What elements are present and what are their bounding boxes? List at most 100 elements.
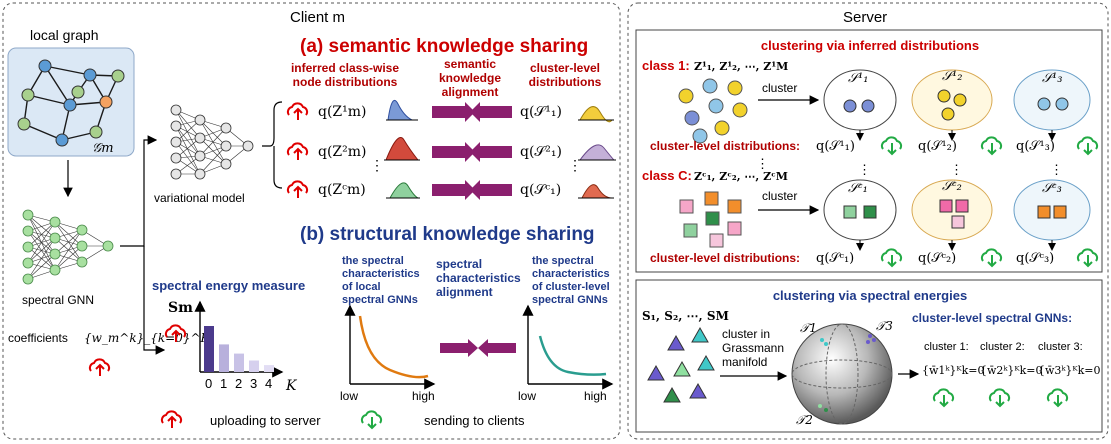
coefficients-label: coefficients <box>8 331 68 345</box>
cluster-caption-4: spectral GNNs <box>532 294 608 306</box>
local-graph-label: local graph <box>30 27 99 43</box>
legend-upload-icon <box>160 410 183 429</box>
semantic-col1-line2: node distributions <box>293 75 398 89</box>
result-1-label: cluster 1: <box>924 341 969 353</box>
variational-brace <box>262 101 283 189</box>
svg-text:⋮: ⋮ <box>756 156 769 171</box>
classC-label: class C: <box>642 168 692 183</box>
svg-text:⋮: ⋮ <box>568 157 582 173</box>
row2-left: q(Z²m) <box>318 144 367 160</box>
server-title: Server <box>843 9 887 26</box>
local-caption-3: of local <box>342 281 381 293</box>
semantic-title: (a) semantic knowledge sharing <box>300 36 588 57</box>
row3-align-right <box>432 180 475 200</box>
spectral-triangles <box>647 326 715 403</box>
legend-send-icon <box>360 410 383 429</box>
energy-title: spectral energy measure <box>152 278 305 293</box>
spectral-gnn-label: spectral GNN <box>22 293 94 307</box>
row2-right: q(𝒮²₁) <box>520 144 562 160</box>
client-title: Client m <box>290 9 345 26</box>
cluster-bottom-1-label: 𝒮ᶜ₁ <box>848 181 868 196</box>
result-3-label: cluster 3: <box>1038 341 1083 353</box>
structural-align-right <box>440 339 478 357</box>
variational-model-label: variational model <box>154 191 245 205</box>
class1-vars: Z¹₁, Z¹₂, ⋯, Z¹M <box>694 60 788 73</box>
align-caption-3: alignment <box>436 285 493 299</box>
row1-cluster-distribution <box>579 106 613 123</box>
semantic-col2-line1: semantic <box>444 57 496 71</box>
result-2-label: cluster 2: <box>980 341 1025 353</box>
energy-tick-1: 1 <box>220 376 227 391</box>
spectral-inputs: S₁, S₂, ⋯, SM <box>642 309 729 323</box>
cluster-curve <box>538 335 607 376</box>
row1-align-right <box>432 102 475 122</box>
row2-align-right <box>432 142 475 162</box>
result-3-math: {w̄3ᵏ}ᴷk=0 <box>1038 364 1100 377</box>
grassmann-caption-3: manifold <box>722 355 767 369</box>
row2-distribution <box>385 137 420 161</box>
gnn-to-variational-arrow <box>120 135 158 247</box>
cluster-bottom-2-label: 𝒮ᶜ₂ <box>942 179 962 194</box>
grassmann-sphere <box>791 323 893 425</box>
row1-left: q(Z¹m) <box>318 104 367 120</box>
cluster-high: high <box>584 389 607 403</box>
t2-label: 𝒯2 <box>796 413 813 427</box>
row2-cluster-distribution <box>579 144 616 161</box>
cluster-caption-1: the spectral <box>532 255 594 267</box>
dist-top-1: q(𝒮¹₁) <box>816 139 855 154</box>
classC-points <box>679 191 742 248</box>
gnn-to-energy-arrow <box>143 246 166 355</box>
spectral-result-title: cluster-level spectral GNNs: <box>912 311 1072 325</box>
cluster-bottom-3-label: 𝒮ᶜ₃ <box>1042 181 1062 196</box>
variational-model-network <box>170 104 254 180</box>
semantic-row-3: q(Zᶜm) q(𝒮ᶜ₁) <box>286 180 614 200</box>
cluster-top-3-label: 𝒮¹₃ <box>1042 71 1063 86</box>
legend-send: sending to clients <box>424 413 525 428</box>
energy-tick-0: 0 <box>205 376 212 391</box>
energy-bar-3 <box>249 360 259 372</box>
cluster-caption-3: of cluster-level <box>532 281 610 293</box>
align-caption-1: spectral <box>436 257 482 271</box>
svg-text:⋮: ⋮ <box>950 162 963 177</box>
legend-upload: uploading to server <box>210 413 321 428</box>
spectral-subpanel <box>635 279 1103 433</box>
svg-text:⋮: ⋮ <box>370 157 384 173</box>
energy-bar-1 <box>219 344 229 372</box>
server-panel <box>627 2 1109 440</box>
local-curve <box>358 315 429 379</box>
energy-bar-4 <box>264 365 274 372</box>
result-2-send-icon <box>988 388 1011 407</box>
t1-label: 𝒯1 <box>800 321 817 335</box>
t3-label: 𝒯3 <box>876 319 893 333</box>
row3-align-left <box>470 180 512 200</box>
energy-bar-2 <box>234 353 244 372</box>
result-2-math: {w̄2ᵏ}ᴷk=0 <box>980 364 1042 377</box>
dist-top-2: q(𝒮¹₂) <box>918 139 957 154</box>
grassmann-caption-1: cluster in <box>722 327 770 341</box>
energy-bar-0 <box>204 326 214 372</box>
cluster-spectral-plot <box>522 304 614 390</box>
local-caption-2: characteristics <box>342 268 420 280</box>
row1-right: q(𝒮¹₁) <box>520 104 562 120</box>
class1-label: class 1: <box>642 58 690 73</box>
inferred-title: clustering via inferred distributions <box>761 38 979 53</box>
row2-align-left <box>470 142 512 162</box>
local-high: high <box>412 389 435 403</box>
energy-tick-4: 4 <box>265 376 272 391</box>
energy-tick-3: 3 <box>250 376 257 391</box>
result-1-send-icon <box>932 388 955 407</box>
row3-cluster-distribution <box>581 184 613 199</box>
align-caption-2: characteristics <box>436 271 521 285</box>
row3-left: q(Zᶜm) <box>318 182 366 198</box>
local-spectral-plot <box>344 304 436 390</box>
classC-vars: Zᶜ₁, Zᶜ₂, ⋯, ZᶜM <box>694 170 788 183</box>
dist-bottom-3: q(𝒮ᶜ₃) <box>1016 251 1054 266</box>
result-1-math: {w̄1ᵏ}ᴷk=0 <box>922 364 984 377</box>
row1-align-left <box>470 102 512 122</box>
cluster-top-1-label: 𝒮¹₁ <box>848 71 869 86</box>
result-3-send-icon <box>1046 388 1069 407</box>
spectral-gnn-network <box>22 209 114 285</box>
energy-tick-2: 2 <box>235 376 242 391</box>
